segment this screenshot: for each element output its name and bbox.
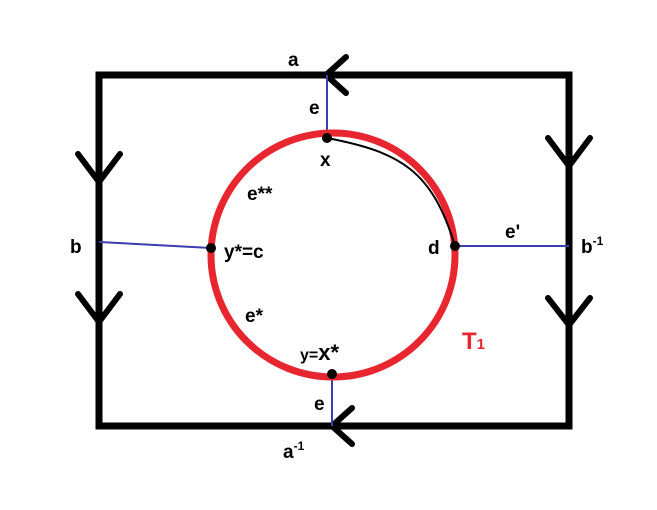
arrow-right-edge-upper bbox=[545, 135, 593, 169]
label-x: x bbox=[320, 150, 331, 171]
label-b: b bbox=[70, 237, 82, 258]
label-y-star-c: y*=c bbox=[224, 242, 264, 263]
label-b-inverse-base: b bbox=[581, 237, 593, 258]
label-y-prefix: y= bbox=[300, 347, 318, 364]
point-y-star-dot bbox=[206, 243, 216, 253]
arrow-right-edge-lower bbox=[545, 295, 593, 328]
curve-x-to-d bbox=[326, 137, 456, 247]
point-y-dot bbox=[327, 369, 337, 379]
label-y-value: x* bbox=[318, 340, 339, 365]
label-a-inverse-base: a bbox=[283, 442, 294, 463]
point-x-dot bbox=[322, 133, 332, 143]
label-b-inverse: b-1 bbox=[581, 234, 604, 258]
label-b-inverse-exp: -1 bbox=[593, 234, 604, 248]
label-y-eq-x-star: y=x* bbox=[300, 340, 339, 365]
label-torus-t1: T1 bbox=[462, 328, 485, 355]
label-torus-sub: 1 bbox=[477, 336, 485, 353]
label-e-prime: e' bbox=[505, 222, 520, 243]
arrow-left-edge-lower bbox=[75, 291, 123, 325]
label-e-bottom: e bbox=[314, 394, 325, 415]
label-torus-t: T bbox=[462, 328, 477, 355]
label-d: d bbox=[428, 238, 440, 259]
point-d-dot bbox=[450, 241, 460, 251]
label-a-inverse-exp: -1 bbox=[294, 439, 305, 453]
label-e-star: e* bbox=[245, 306, 264, 327]
label-e-double-star: e** bbox=[247, 184, 273, 205]
edge-b-left bbox=[98, 241, 212, 249]
label-a: a bbox=[288, 50, 299, 71]
label-e-top: e bbox=[309, 98, 320, 119]
arrow-left-edge-upper bbox=[75, 151, 123, 185]
label-a-inverse: a-1 bbox=[283, 439, 305, 463]
